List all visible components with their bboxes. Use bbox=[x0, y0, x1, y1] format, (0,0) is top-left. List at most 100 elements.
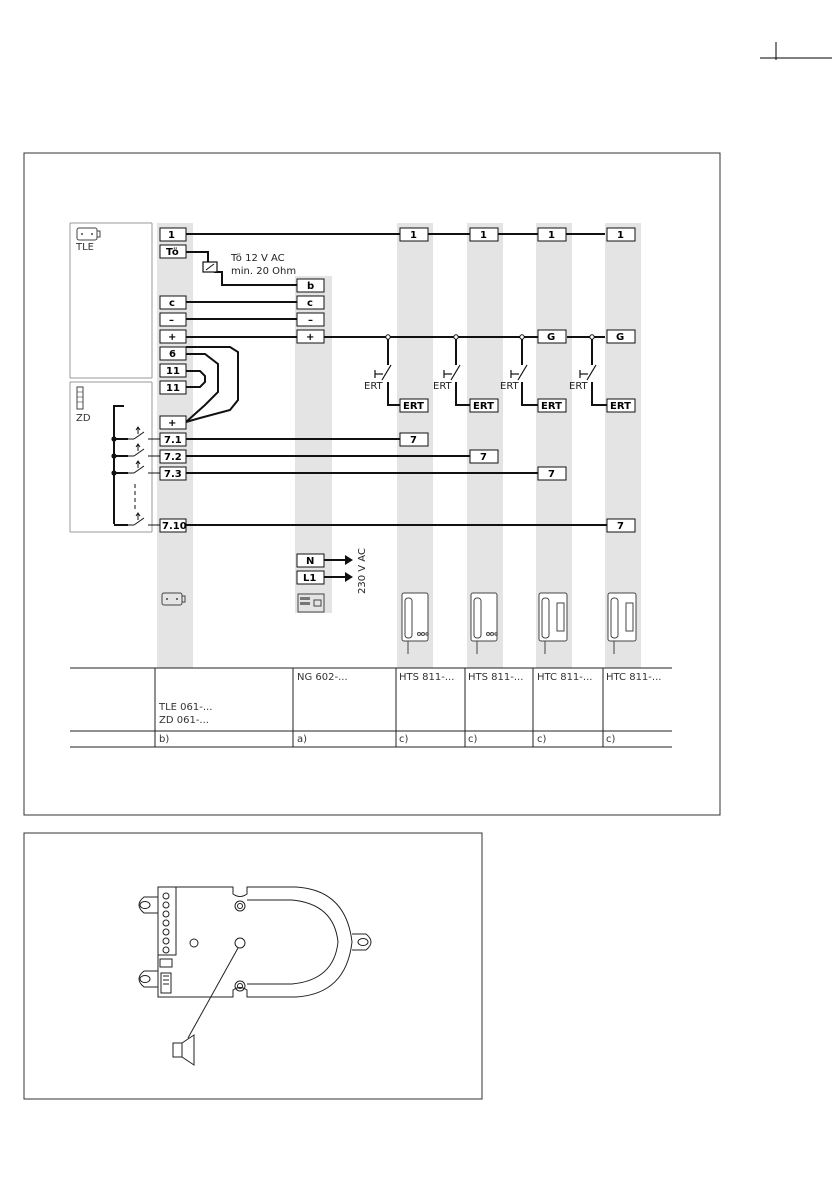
h1-terminal-ert: ERT bbox=[400, 399, 428, 412]
zd-label: ZD bbox=[76, 413, 91, 424]
terminal-plus-ng: + bbox=[297, 330, 324, 343]
speaker-module-frame bbox=[24, 833, 482, 1099]
terminal-c: c bbox=[160, 296, 186, 309]
svg-text:+: + bbox=[168, 332, 176, 343]
svg-text:N: N bbox=[306, 556, 314, 567]
terminal-plus: + bbox=[160, 330, 186, 343]
terminal-c-ng: c bbox=[297, 296, 324, 309]
door-opener-note-line1: Tö 12 V AC bbox=[230, 253, 285, 264]
letter-h4: c) bbox=[606, 734, 615, 745]
svg-text:7: 7 bbox=[480, 452, 487, 463]
switch-7-1 bbox=[128, 427, 160, 439]
speaker-module-drawing bbox=[139, 887, 371, 1038]
h3-terminal-7: 7 bbox=[538, 467, 566, 480]
terminal-11-a: 11 bbox=[160, 364, 186, 377]
ert-button-1 bbox=[375, 365, 391, 380]
door-opener-symbol bbox=[203, 262, 217, 272]
svg-text:1: 1 bbox=[168, 230, 175, 241]
ert-button-3 bbox=[511, 365, 527, 380]
svg-text:7.3: 7.3 bbox=[164, 469, 182, 480]
terminal-to: Tö bbox=[160, 245, 186, 258]
terminal-minus-ng: – bbox=[297, 313, 324, 326]
svg-text:11: 11 bbox=[166, 383, 180, 394]
h1-terminal-7: 7 bbox=[400, 433, 428, 446]
ert-button-2 bbox=[444, 365, 460, 380]
ert-button-4 bbox=[580, 365, 596, 380]
terminal-b: b bbox=[297, 279, 324, 292]
svg-text:7.1: 7.1 bbox=[164, 435, 182, 446]
svg-text:7.2: 7.2 bbox=[164, 452, 182, 463]
ert-label-3: ERT bbox=[500, 381, 520, 392]
svg-text:11: 11 bbox=[166, 366, 180, 377]
model-ng: NG 602-... bbox=[297, 672, 348, 683]
ert-label-1: ERT bbox=[364, 381, 384, 392]
svg-text:ERT: ERT bbox=[403, 401, 424, 412]
letter-tle: b) bbox=[159, 734, 169, 745]
ert-label-4: ERT bbox=[569, 381, 589, 392]
switch-7-3 bbox=[128, 461, 160, 473]
terminal-7-3: 7.3 bbox=[160, 467, 186, 480]
svg-text:7.10: 7.10 bbox=[162, 521, 187, 532]
mains-voltage-label: 230 V AC bbox=[357, 548, 368, 594]
svg-text:6: 6 bbox=[169, 349, 176, 360]
model-h3: HTC 811-... bbox=[537, 672, 592, 683]
h2-terminal-ert: ERT bbox=[470, 399, 498, 412]
letter-h2: c) bbox=[468, 734, 477, 745]
tle-label: TLE bbox=[75, 242, 94, 253]
svg-text:–: – bbox=[308, 315, 313, 326]
model-h2: HTS 811-... bbox=[468, 672, 523, 683]
terminal-7-10: 7.10 bbox=[160, 519, 187, 532]
svg-text:+: + bbox=[168, 418, 176, 429]
terminal-6: 6 bbox=[160, 347, 186, 360]
svg-text:+: + bbox=[306, 332, 314, 343]
svg-text:ERT: ERT bbox=[473, 401, 494, 412]
h4-terminal-7: 7 bbox=[607, 519, 635, 532]
door-opener-note-line2: min. 20 Ohm bbox=[231, 266, 296, 277]
model-tle: TLE 061-... bbox=[158, 702, 212, 713]
loudspeaker-icon bbox=[173, 1035, 194, 1065]
zd-switch-contacts bbox=[128, 427, 160, 525]
svg-text:7: 7 bbox=[548, 469, 555, 480]
h2-terminal-7: 7 bbox=[470, 450, 498, 463]
svg-text:–: – bbox=[169, 315, 174, 326]
h4-terminal-ert: ERT bbox=[607, 399, 635, 412]
terminal-n: N bbox=[297, 554, 324, 567]
svg-text:G: G bbox=[616, 332, 624, 343]
h3-terminal-1: 1 bbox=[538, 228, 566, 241]
terminal-1: 1 bbox=[160, 228, 186, 241]
model-h1: HTS 811-... bbox=[399, 672, 454, 683]
h2-terminal-1: 1 bbox=[470, 228, 498, 241]
h3-terminal-g: G bbox=[538, 330, 566, 343]
svg-text:c: c bbox=[169, 298, 175, 309]
svg-text:Tö: Tö bbox=[166, 247, 179, 258]
terminal-plus-zd: + bbox=[160, 416, 186, 429]
model-h4: HTC 811-... bbox=[606, 672, 661, 683]
tle-panel: TLE bbox=[70, 223, 152, 378]
h3-terminal-ert: ERT bbox=[538, 399, 566, 412]
letter-ng: a) bbox=[297, 734, 307, 745]
svg-text:7: 7 bbox=[410, 435, 417, 446]
h4-terminal-1: 1 bbox=[607, 228, 635, 241]
svg-text:1: 1 bbox=[480, 230, 487, 241]
keypad-module-icon bbox=[77, 387, 83, 409]
column-backgrounds bbox=[157, 223, 641, 668]
h4-terminal-g: G bbox=[607, 330, 635, 343]
svg-text:L1: L1 bbox=[303, 573, 316, 584]
svg-text:1: 1 bbox=[617, 230, 624, 241]
letter-h1: c) bbox=[399, 734, 408, 745]
terminal-l1: L1 bbox=[297, 571, 324, 584]
model-zd: ZD 061-... bbox=[159, 715, 209, 726]
svg-text:7: 7 bbox=[617, 521, 624, 532]
svg-text:G: G bbox=[547, 332, 555, 343]
letter-h3: c) bbox=[537, 734, 546, 745]
svg-text:b: b bbox=[307, 281, 314, 292]
h1-terminal-1: 1 bbox=[400, 228, 428, 241]
svg-text:c: c bbox=[307, 298, 313, 309]
zd-panel: ZD bbox=[70, 382, 152, 532]
svg-text:1: 1 bbox=[548, 230, 555, 241]
switch-7-2 bbox=[128, 444, 160, 456]
ert-label-2: ERT bbox=[433, 381, 453, 392]
terminal-11-b: 11 bbox=[160, 381, 186, 394]
terminal-minus: – bbox=[160, 313, 186, 326]
door-station-icon bbox=[77, 228, 100, 240]
